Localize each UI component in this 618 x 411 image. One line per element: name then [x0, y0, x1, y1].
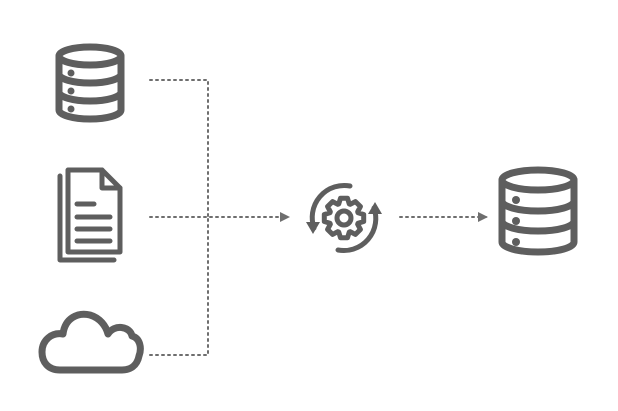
sync-arrowhead-right	[368, 202, 382, 214]
gear-teeth	[321, 195, 367, 241]
destination-database-icon	[498, 166, 578, 256]
documents-icon	[57, 167, 123, 263]
connector-cloud-to-bus	[149, 216, 209, 356]
connectors	[149, 79, 488, 356]
database-icon	[55, 43, 125, 123]
cloud-icon	[38, 310, 144, 374]
sync-arrow-top-left	[309, 183, 353, 231]
sync-arrowhead-left	[306, 222, 320, 234]
connector-database-to-bus	[149, 79, 209, 218]
sync-arrow-bottom-right	[335, 205, 379, 253]
gear-icon	[321, 195, 367, 241]
gear-sync-icon	[306, 183, 382, 253]
